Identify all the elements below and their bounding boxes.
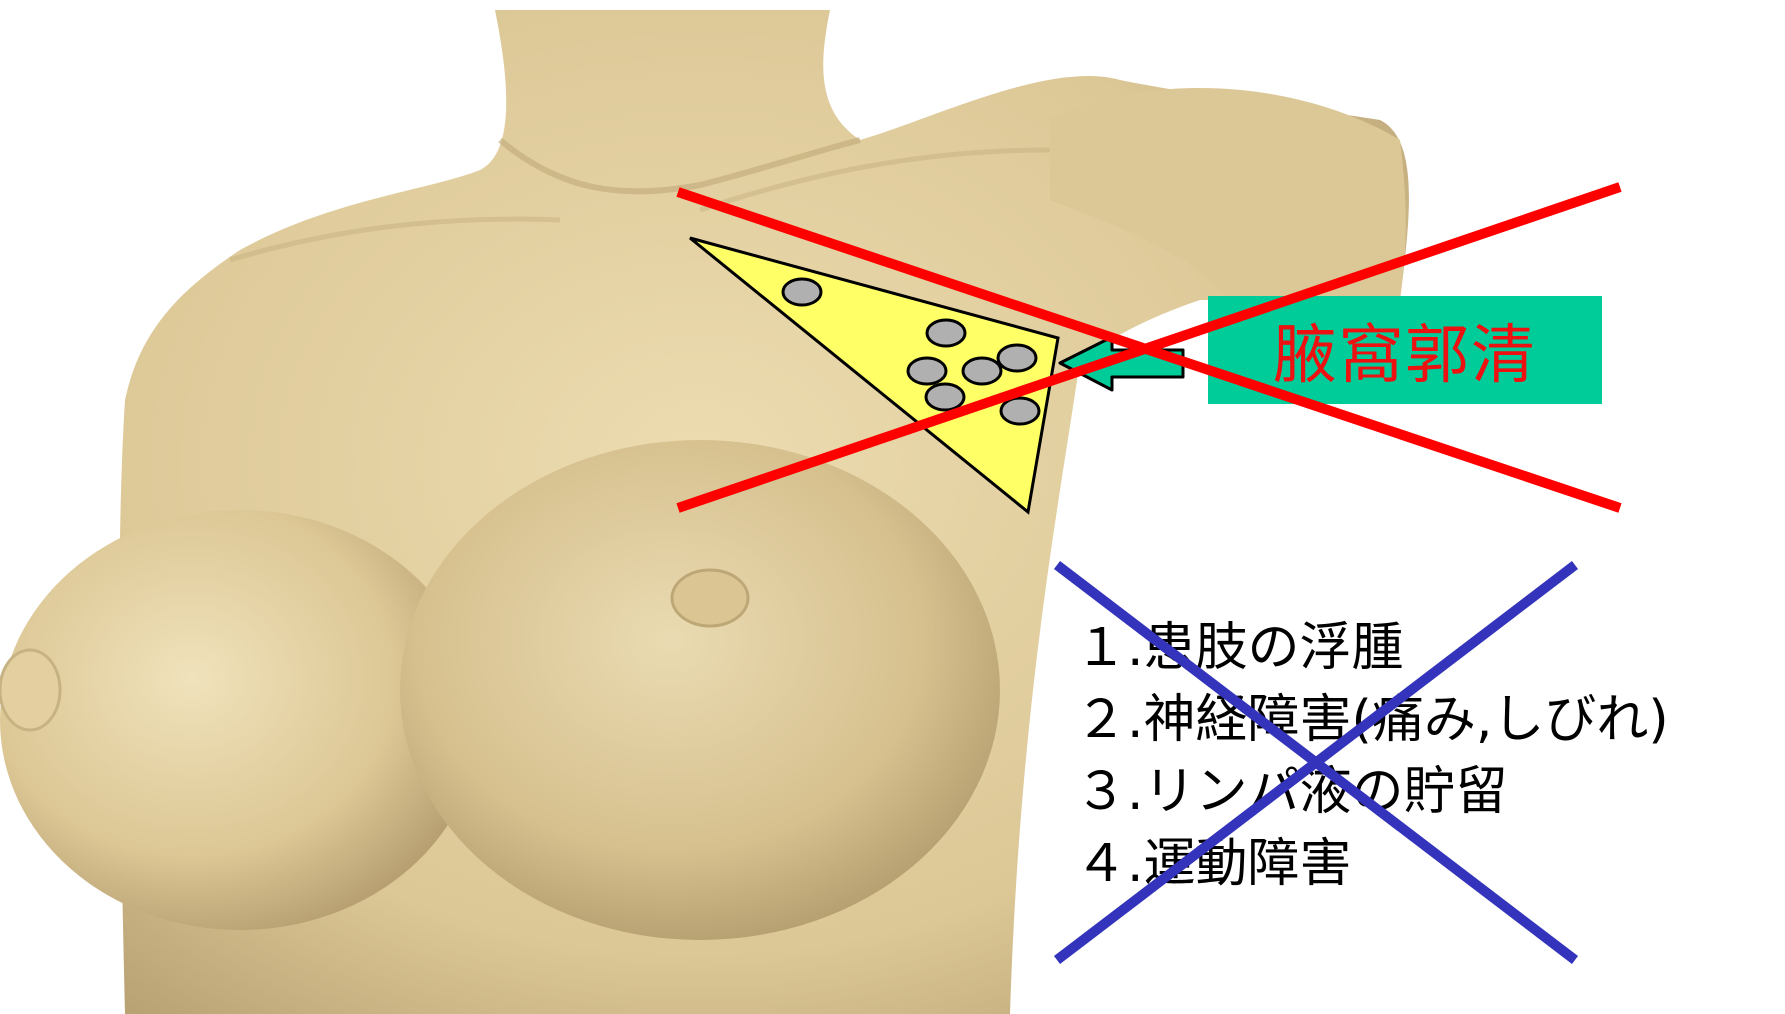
left-nipple [0, 650, 60, 730]
lymph-node [927, 320, 965, 346]
complications-list: １.患肢の浮腫 ２.神経障害(痛み,しびれ) ３.リンパ液の貯留 ４.運動障害 [1075, 612, 1669, 900]
list-item: １.患肢の浮腫 [1075, 612, 1669, 684]
list-item: ３.リンパ液の貯留 [1075, 756, 1669, 828]
list-item: ２.神経障害(痛み,しびれ) [1075, 684, 1669, 756]
right-nipple [672, 570, 748, 626]
lymph-node [926, 384, 964, 410]
list-item: ４.運動障害 [1075, 828, 1669, 900]
right-breast [400, 440, 1000, 940]
lymph-node [963, 358, 1001, 384]
lymph-node [998, 345, 1036, 371]
lymph-node [783, 279, 821, 305]
lymph-node [908, 358, 946, 384]
procedure-label-text: 腋窩郭清 [1273, 304, 1537, 396]
lymph-node [1001, 398, 1039, 424]
procedure-label: 腋窩郭清 [1208, 296, 1602, 404]
